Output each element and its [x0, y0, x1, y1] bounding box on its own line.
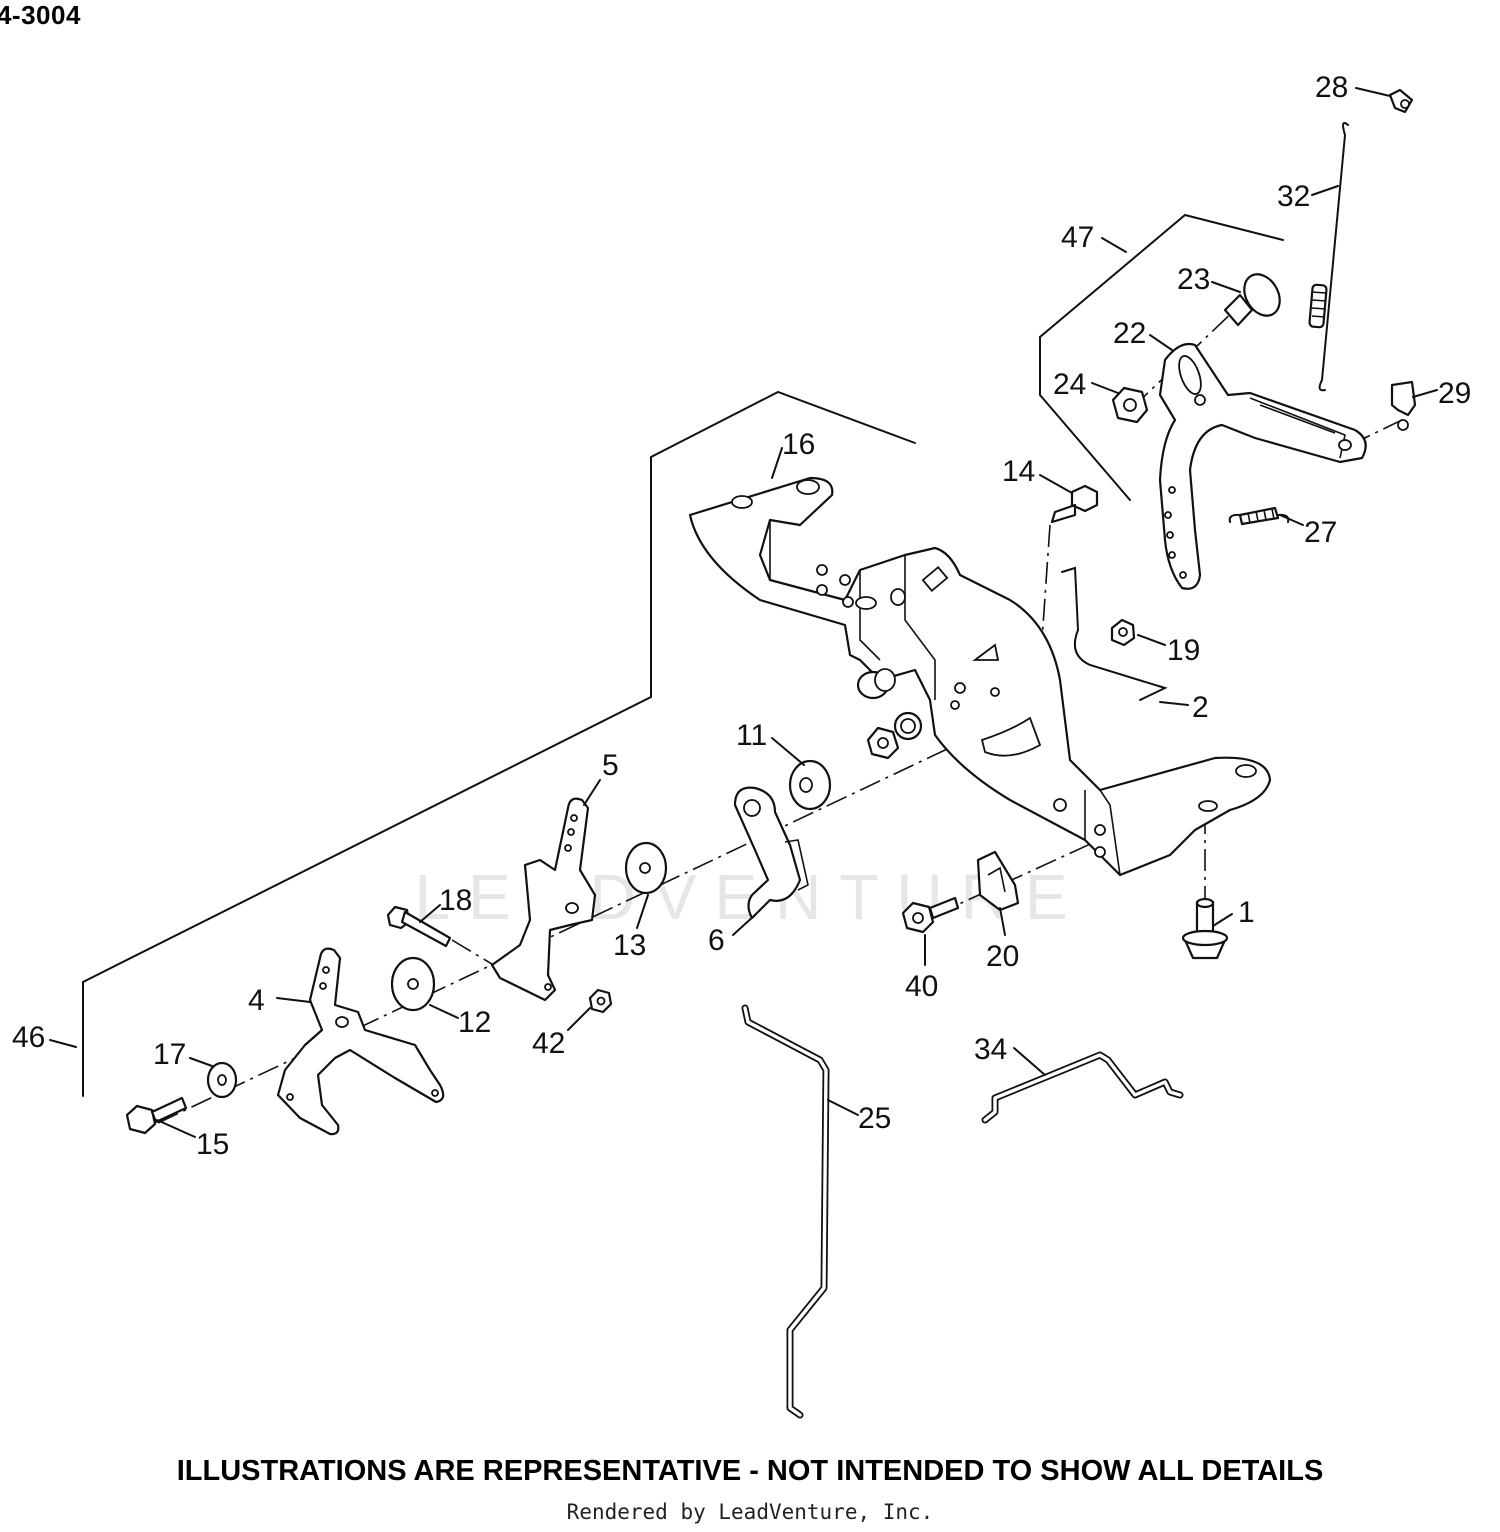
bolt-15 — [125, 1096, 188, 1135]
flange-bolt-40 — [901, 896, 960, 934]
washer-17 — [206, 1061, 238, 1099]
rod-32 — [1308, 122, 1349, 392]
handle-lever-22 — [1158, 342, 1367, 590]
bolt-18 — [386, 905, 452, 948]
callout-18: 18 — [439, 884, 472, 917]
clip-29 — [1390, 380, 1417, 431]
callout-2: 2 — [1192, 691, 1209, 724]
callout-40: 40 — [905, 970, 938, 1003]
washer-13 — [624, 841, 668, 895]
flange-bolt-1 — [1181, 897, 1229, 960]
credit-text: Rendered by LeadVenture, Inc. — [566, 1500, 934, 1524]
callout-14: 14 — [1002, 455, 1035, 488]
callout-4: 4 — [248, 984, 265, 1017]
document-code: 24-3004 — [0, 0, 81, 30]
callout-17: 17 — [153, 1038, 186, 1071]
knob-23 — [1223, 273, 1281, 327]
assembly-47-bracket — [1039, 213, 1284, 501]
callout-32: 32 — [1277, 180, 1310, 213]
callout-47: 47 — [1061, 221, 1094, 254]
callout-1: 1 — [1238, 896, 1255, 929]
callout-15: 15 — [196, 1128, 229, 1161]
callout-13: 13 — [613, 929, 646, 962]
callout-5: 5 — [602, 749, 619, 782]
callout-42: 42 — [532, 1027, 565, 1060]
axis-bolt-14 — [1041, 524, 1051, 641]
callout-22: 22 — [1113, 317, 1146, 350]
lever-4 — [276, 947, 445, 1136]
callout-19: 19 — [1167, 634, 1200, 667]
callout-20: 20 — [986, 940, 1019, 973]
callout-29: 29 — [1438, 377, 1471, 410]
stop-block-20 — [976, 850, 1020, 912]
washer-11 — [788, 759, 832, 811]
nut-24 — [1111, 386, 1149, 424]
callout-labels: 1 2 4 5 6 11 12 13 14 15 16 17 18 19 20 … — [12, 71, 1471, 1161]
axis-stop-bracket — [934, 834, 1111, 916]
callout-28: 28 — [1315, 71, 1348, 104]
main-bracket-16 — [688, 476, 1272, 877]
rod-25 — [741, 1004, 830, 1419]
callout-27: 27 — [1304, 516, 1337, 549]
callout-23: 23 — [1177, 263, 1210, 296]
callout-34: 34 — [974, 1033, 1007, 1066]
shaft-nut — [866, 726, 900, 760]
callout-46: 46 — [12, 1021, 45, 1054]
callout-12: 12 — [458, 1006, 491, 1039]
callout-16: 16 — [782, 428, 815, 461]
callout-24: 24 — [1053, 368, 1086, 401]
disclaimer-text: ILLUSTRATIONS ARE REPRESENTATIVE - NOT I… — [176, 1455, 1324, 1487]
clip-28 — [1388, 88, 1414, 114]
washer-12 — [390, 956, 436, 1012]
assembly-46-bracket — [82, 390, 916, 1097]
bolt-14 — [1050, 484, 1099, 524]
callout-25: 25 — [858, 1102, 891, 1135]
spring-wire-2 — [1061, 566, 1168, 701]
callout-11: 11 — [736, 719, 767, 752]
leader-lines — [49, 87, 1438, 1138]
lever-arm-5 — [490, 797, 597, 1002]
nut-19 — [1110, 618, 1136, 647]
spring-27 — [1228, 506, 1290, 526]
nut-42 — [588, 988, 613, 1014]
callout-6: 6 — [708, 924, 725, 957]
cam-lever-6 — [733, 786, 809, 920]
